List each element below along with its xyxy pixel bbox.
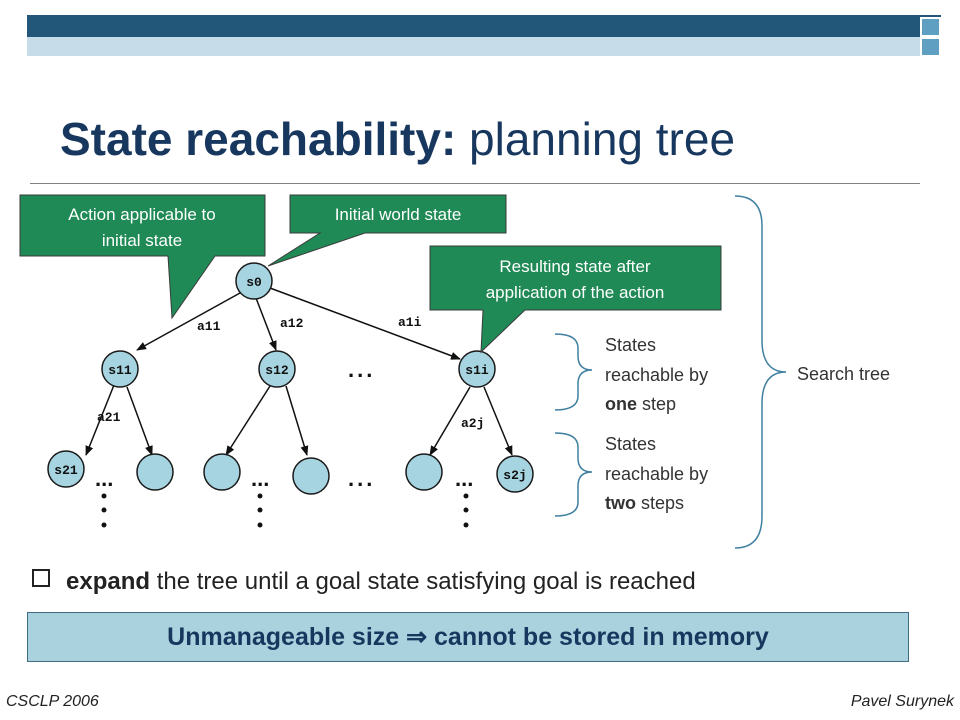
callout-result-line2: application of the action: [486, 283, 665, 302]
search-tree-label: Search tree: [797, 364, 890, 384]
edge-label-a12: a12: [280, 316, 304, 331]
node-s21: [47, 450, 85, 488]
node-unlabeled-4: [405, 453, 443, 491]
node-s2j: [496, 455, 534, 493]
brace-two-steps: [554, 432, 593, 517]
edge-s1i-s2j: [483, 386, 513, 456]
tree-edges: [85, 287, 513, 456]
unmanageable-size-banner: Unmanageable size ⇒ cannot be stored in …: [27, 612, 909, 662]
title-divider: [30, 183, 920, 184]
node-unlabeled-2: [203, 453, 241, 491]
callout-action-line1: Action applicable to: [68, 205, 215, 224]
brace-one-step: [554, 333, 593, 411]
slide-title-rest: planning tree: [456, 113, 736, 165]
callout-initial-world-state: Initial world state: [267, 194, 507, 267]
two-steps-line3: two steps: [605, 493, 684, 513]
ellipsis-s12: ...: [251, 466, 269, 491]
edge-s12-child-2: [285, 385, 309, 456]
callout-action-line2: initial state: [102, 231, 182, 250]
node-unlabeled-1: [136, 453, 174, 491]
callout-resulting-state: Resulting state after application of the…: [429, 245, 722, 354]
edge-s12-child-1: [225, 385, 271, 456]
edge-label-a21: a21: [97, 410, 121, 425]
one-step-line2: reachable by: [605, 365, 708, 385]
footer-right: Pavel Surynek: [850, 693, 954, 710]
node-unlabeled-3: [292, 457, 330, 495]
edge-label-a2j: a2j: [461, 416, 484, 431]
bullet-expand: expand the tree until a goal state satis…: [32, 568, 696, 596]
square-bullet-icon: [32, 569, 50, 587]
bullet-rest: the tree until a goal state satisfying g…: [150, 568, 696, 595]
callout-initial-text: Initial world state: [335, 205, 462, 224]
edge-s0-s11: [136, 292, 241, 351]
header-square-top-fill: [922, 19, 939, 35]
node-label-s21: s21: [54, 463, 78, 478]
brace-search-tree: [734, 195, 787, 549]
node-s12: [258, 350, 296, 388]
footer-left: CSCLP 2006: [6, 693, 99, 710]
header-square-bottom: [922, 39, 939, 55]
brackets: [554, 195, 787, 549]
two-steps-line2: reachable by: [605, 464, 708, 484]
node-label-s11: s11: [108, 363, 132, 378]
header-bar-main: [27, 15, 941, 37]
one-step-line1: States: [605, 335, 656, 355]
node-label-s0: s0: [246, 275, 262, 290]
edge-s0-s1i: [269, 287, 461, 360]
node-label-s12: s12: [265, 363, 289, 378]
edge-s0-s12: [255, 297, 277, 351]
header-bar-light: [27, 37, 920, 56]
ellipsis-level2: ...: [348, 466, 375, 491]
node-s1i: [458, 350, 496, 388]
ellipsis-s1i: ...: [455, 466, 473, 491]
header-bar: [27, 15, 941, 56]
edge-label-a11: a11: [197, 319, 221, 334]
ellipsis-level1: ...: [348, 357, 375, 382]
callout-action-applicable: Action applicable to initial state: [19, 194, 266, 320]
edge-label-a1i: a1i: [398, 315, 422, 330]
node-label-s1i: s1i: [465, 363, 489, 378]
callout-result-line1: Resulting state after: [499, 257, 651, 276]
node-s11: [101, 350, 139, 388]
ellipsis-s11: ...: [95, 466, 113, 491]
vertical-ellipsis-dots: [101, 493, 469, 528]
node-label-s2j: s2j: [503, 468, 526, 483]
bullet-bold: expand: [66, 568, 151, 595]
two-steps-line1: States: [605, 434, 656, 454]
edge-s11-child: [126, 386, 153, 456]
slide-title-bold: State reachability:: [60, 113, 457, 165]
slide-title: State reachability: planning tree: [60, 112, 735, 166]
one-step-line3: one step: [605, 394, 676, 414]
node-s0: [235, 262, 273, 300]
edge-s11-s21: [85, 384, 115, 456]
tree-nodes: [47, 262, 534, 495]
edge-s1i-child: [429, 386, 471, 456]
